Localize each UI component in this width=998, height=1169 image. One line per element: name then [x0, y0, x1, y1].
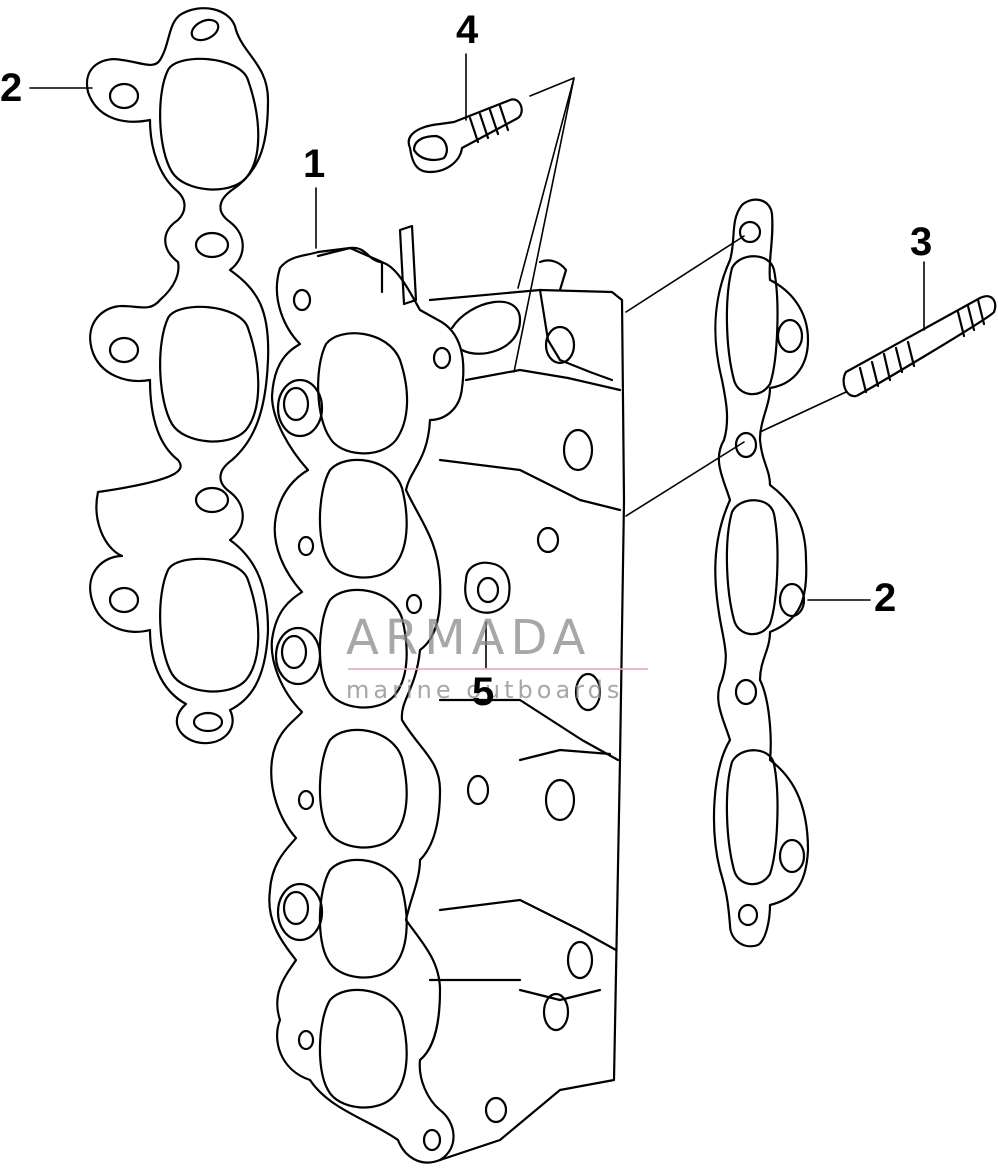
callout-1: 1: [303, 142, 326, 186]
intake-manifold: [268, 224, 626, 1164]
intake-gasket-right: [712, 198, 810, 948]
callout-5: 5: [472, 670, 495, 714]
watermark-divider: [348, 668, 648, 670]
flange-nut: [464, 561, 511, 614]
callout-2-left: 2: [0, 66, 23, 110]
intake-gasket-left: [85, 7, 270, 745]
leader-lines: [29, 53, 925, 669]
watermark-brand: ARMADA: [346, 610, 592, 666]
watermark-tagline: marine outboards: [346, 676, 624, 704]
stud-bolt: [842, 295, 997, 398]
callout-4: 4: [456, 8, 479, 52]
callout-3: 3: [910, 220, 933, 264]
flange-bolt: [407, 98, 523, 174]
callout-2-right: 2: [874, 576, 897, 620]
